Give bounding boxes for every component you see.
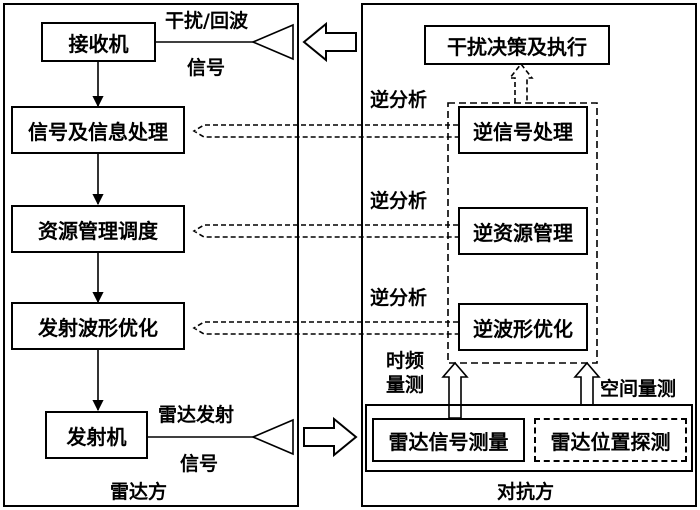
reverse-arrow-resource xyxy=(192,224,458,238)
radar-panel xyxy=(3,3,299,507)
inverse-resource-label: 逆资源管理 xyxy=(473,220,573,245)
reverse-analysis-label-3: 逆分析 xyxy=(370,287,428,309)
receiver-antenna-icon xyxy=(250,23,294,61)
hollow-arrow-right xyxy=(303,416,358,458)
transmitter-label: 发射机 xyxy=(66,424,127,449)
spatial-measure-label: 空间量测 xyxy=(600,378,677,400)
radar-panel-label: 雷达方 xyxy=(110,481,168,503)
waveform-optimization-box: 发射波形优化 xyxy=(11,302,185,350)
countermeasure-panel xyxy=(361,3,697,507)
inverse-group-frame xyxy=(447,102,598,364)
radar-position-detect-label: 雷达位置探测 xyxy=(550,429,671,454)
transmitter-antenna-icon xyxy=(250,418,294,456)
reverse-arrow-waveform xyxy=(192,321,458,335)
resource-scheduling-label: 资源管理调度 xyxy=(38,218,158,243)
resource-scheduling-box: 资源管理调度 xyxy=(11,205,185,253)
inverse-waveform-label: 逆波形优化 xyxy=(473,316,573,341)
hollow-arrow-left xyxy=(302,21,357,63)
receiver-box: 接收机 xyxy=(41,22,156,62)
time-freq-label-line2: 量测 xyxy=(386,374,425,396)
inverse-signal-label: 逆信号处理 xyxy=(473,119,573,144)
time-freq-up-arrow xyxy=(441,361,469,419)
waveform-optimization-label: 发射波形优化 xyxy=(38,315,158,340)
interference-echo-label-line2: 信号 xyxy=(187,57,226,79)
measurement-group-frame xyxy=(365,404,693,472)
radar-signal-measure-label: 雷达信号测量 xyxy=(388,429,509,454)
reverse-analysis-label-1: 逆分析 xyxy=(370,89,428,111)
reverse-arrow-signal xyxy=(192,124,458,138)
time-freq-label-line1: 时频 xyxy=(386,350,425,372)
inverse-resource-box: 逆资源管理 xyxy=(458,207,588,255)
signal-processing-label: 信号及信息处理 xyxy=(28,119,168,144)
spatial-up-arrow xyxy=(573,361,601,406)
radar-position-detect-box: 雷达位置探测 xyxy=(534,418,687,462)
jamming-decision-label: 干扰决策及执行 xyxy=(447,34,587,59)
receiver-label: 接收机 xyxy=(68,31,129,56)
jamming-decision-box: 干扰决策及执行 xyxy=(424,25,610,65)
reverse-analysis-label-2: 逆分析 xyxy=(370,190,428,212)
transmit-signal-label-line1: 雷达发射 xyxy=(158,404,235,426)
signal-processing-box: 信号及信息处理 xyxy=(11,106,185,154)
countermeasure-panel-label: 对抗方 xyxy=(497,481,555,503)
transmit-signal-label-line2: 信号 xyxy=(180,453,219,475)
reverse-arrow-decision xyxy=(508,62,534,103)
inverse-signal-box: 逆信号处理 xyxy=(458,106,588,154)
interference-echo-label-line1: 干扰/回波 xyxy=(165,10,248,32)
radar-signal-measure-box: 雷达信号测量 xyxy=(372,418,525,462)
inverse-waveform-box: 逆波形优化 xyxy=(458,303,588,351)
transmitter-box: 发射机 xyxy=(45,411,148,459)
